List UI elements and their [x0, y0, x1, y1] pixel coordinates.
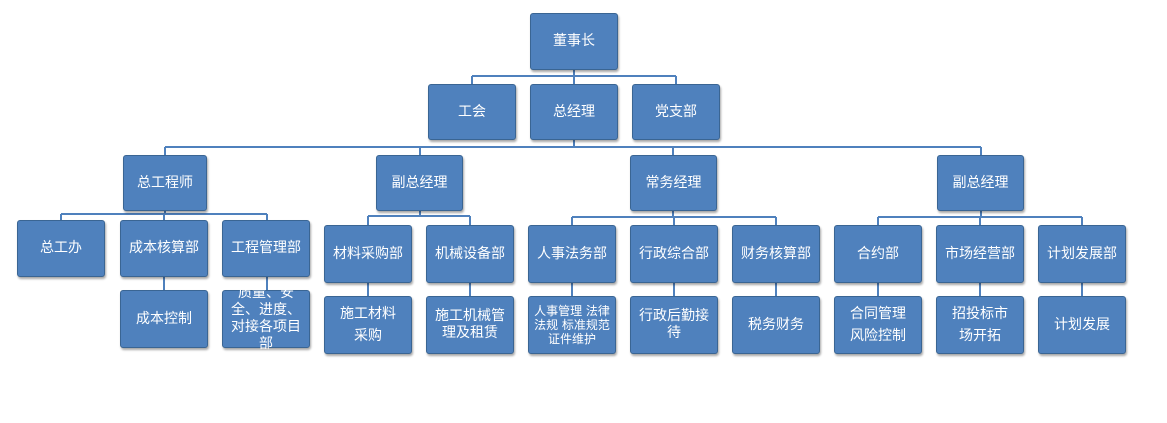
node-chairman: 董事长: [530, 13, 618, 70]
node-quality-safety-progress: 质量、安全、进度、对接各项目部: [222, 285, 310, 352]
node-deputy-gm-1: 副总经理: [376, 155, 463, 211]
node-hr-legal-dept: 人事法务部: [528, 225, 616, 283]
node-personnel-legal-standards: 人事管理 法律法规 标准规范证件维护: [528, 296, 616, 354]
node-label: 人事管理 法律法规 标准规范证件维护: [534, 304, 610, 346]
node-planning-development-dept: 计划发展部: [1038, 225, 1126, 283]
node-deputy-gm-2: 副总经理: [937, 155, 1024, 211]
node-label: 施工机械管理及租赁: [435, 308, 505, 341]
node-executive-manager: 常务经理: [630, 155, 717, 211]
node-label: 成本控制: [136, 310, 192, 327]
node-label: 副总经理: [391, 174, 448, 191]
node-label: 总工办: [40, 240, 82, 256]
node-construction-materials-procurement: 施工材料采购: [324, 296, 412, 354]
node-label: 副总经理: [952, 174, 1009, 191]
node-label: 计划发展部: [1047, 245, 1117, 262]
node-label: 行政综合部: [639, 245, 709, 262]
node-label: 常务经理: [645, 174, 702, 191]
node-label: 计划发展: [1054, 316, 1110, 333]
node-label: 材料采购部: [333, 245, 403, 262]
node-chief-engineer-office: 总工办: [17, 220, 105, 277]
node-cost-control: 成本控制: [120, 290, 208, 348]
node-contract-risk-management: 合同管理风险控制: [834, 296, 922, 354]
node-general-manager: 总经理: [530, 84, 618, 140]
node-label: 质量、安全、进度、对接各项目部: [231, 285, 301, 352]
node-materials-procurement-dept: 材料采购部: [324, 225, 412, 283]
node-label: 施工材料采购: [340, 306, 396, 344]
node-admin-general-dept: 行政综合部: [630, 225, 718, 283]
node-marketing-dept: 市场经营部: [936, 225, 1024, 283]
node-label: 招投标市场开拓: [952, 306, 1008, 344]
node-label: 市场经营部: [945, 245, 1015, 262]
node-contracts-dept: 合约部: [834, 225, 922, 283]
node-label: 董事长: [553, 33, 595, 49]
node-plan-development: 计划发展: [1038, 296, 1126, 354]
node-party-branch: 党支部: [632, 84, 720, 140]
node-label: 成本核算部: [129, 240, 199, 256]
node-label: 工程管理部: [231, 240, 301, 256]
node-machinery-equipment-dept: 机械设备部: [426, 225, 514, 283]
node-cost-accounting-dept: 成本核算部: [120, 220, 208, 277]
node-label: 工会: [458, 103, 486, 120]
node-label: 人事法务部: [537, 245, 607, 262]
node-machinery-management-leasing: 施工机械管理及租赁: [426, 296, 514, 354]
node-admin-logistics-reception: 行政后勤接待: [630, 296, 718, 354]
node-finance-accounting-dept: 财务核算部: [732, 225, 820, 283]
node-chief-engineer: 总工程师: [123, 155, 207, 211]
node-bidding-market-development: 招投标市场开拓: [936, 296, 1024, 354]
node-label: 财务核算部: [741, 245, 811, 262]
node-tax-finance: 税务财务: [732, 296, 820, 354]
node-engineering-mgmt-dept: 工程管理部: [222, 220, 310, 277]
node-label: 合同管理风险控制: [850, 306, 906, 344]
node-label: 行政后勤接待: [639, 308, 709, 341]
node-label: 党支部: [655, 103, 697, 120]
node-label: 税务财务: [748, 316, 804, 333]
node-label: 合约部: [857, 245, 899, 262]
node-label: 机械设备部: [435, 245, 505, 262]
node-label: 总经理: [553, 103, 595, 120]
node-labor-union: 工会: [428, 84, 516, 140]
node-label: 总工程师: [137, 174, 193, 191]
